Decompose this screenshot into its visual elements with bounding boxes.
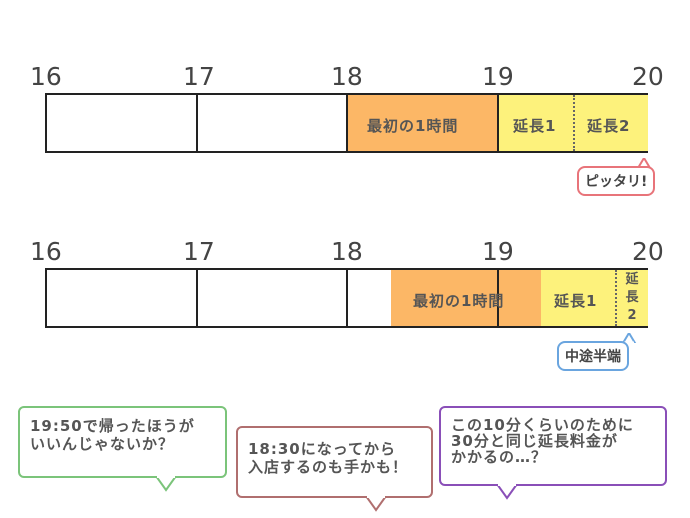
extension1-label: 延長1 (513, 117, 557, 135)
hour-divider (497, 95, 499, 151)
tick-17: 17 (183, 62, 215, 91)
timeline-bar: 最初の1時間 延長1 延 長 2 (45, 268, 648, 328)
hour-divider (196, 95, 198, 151)
first-hour-label: 最初の1時間 (413, 292, 505, 310)
extension1-label: 延長1 (554, 292, 598, 310)
bubble-tail-brown (365, 496, 387, 512)
tick-18: 18 (331, 62, 363, 91)
note-pittari: ピッタリ! (577, 166, 656, 196)
speech-bubble-green: 19:50で帰ったほうが いいんじゃないか？ (18, 406, 227, 478)
tick-16: 16 (30, 62, 62, 91)
extension2-label: 延長2 (587, 117, 631, 135)
note-chuto-hanpa: 中途半端 (557, 341, 629, 371)
tick-16: 16 (30, 237, 62, 266)
tick-19: 19 (482, 237, 514, 266)
note-tail (621, 333, 637, 343)
bubble-tail-purple (496, 484, 518, 500)
first-hour-block (391, 270, 541, 326)
hour-divider (196, 270, 198, 326)
tick-20: 20 (632, 237, 664, 266)
bubble-tail-green (155, 476, 177, 492)
half-hour-divider (573, 95, 575, 151)
tick-17: 17 (183, 237, 215, 266)
tick-18: 18 (331, 237, 363, 266)
hour-divider (346, 270, 348, 326)
first-hour-block (347, 95, 498, 151)
hour-divider (346, 95, 348, 151)
tick-20: 20 (632, 62, 664, 91)
first-hour-label: 最初の1時間 (367, 117, 459, 135)
note-tail (636, 158, 652, 168)
speech-bubble-purple: この10分くらいのために 30分と同じ延長料金が かかるの…？ (439, 406, 667, 486)
timeline-bar: 最初の1時間 延長1 延長2 (45, 93, 648, 153)
extension-block (541, 270, 648, 326)
speech-bubble-brown: 18:30になってから 入店するのも手かも！ (236, 426, 433, 498)
extension2-label-vertical: 延 長 2 (625, 272, 639, 323)
hour-divider (497, 270, 499, 326)
half-hour-divider (615, 270, 617, 326)
tick-19: 19 (482, 62, 514, 91)
